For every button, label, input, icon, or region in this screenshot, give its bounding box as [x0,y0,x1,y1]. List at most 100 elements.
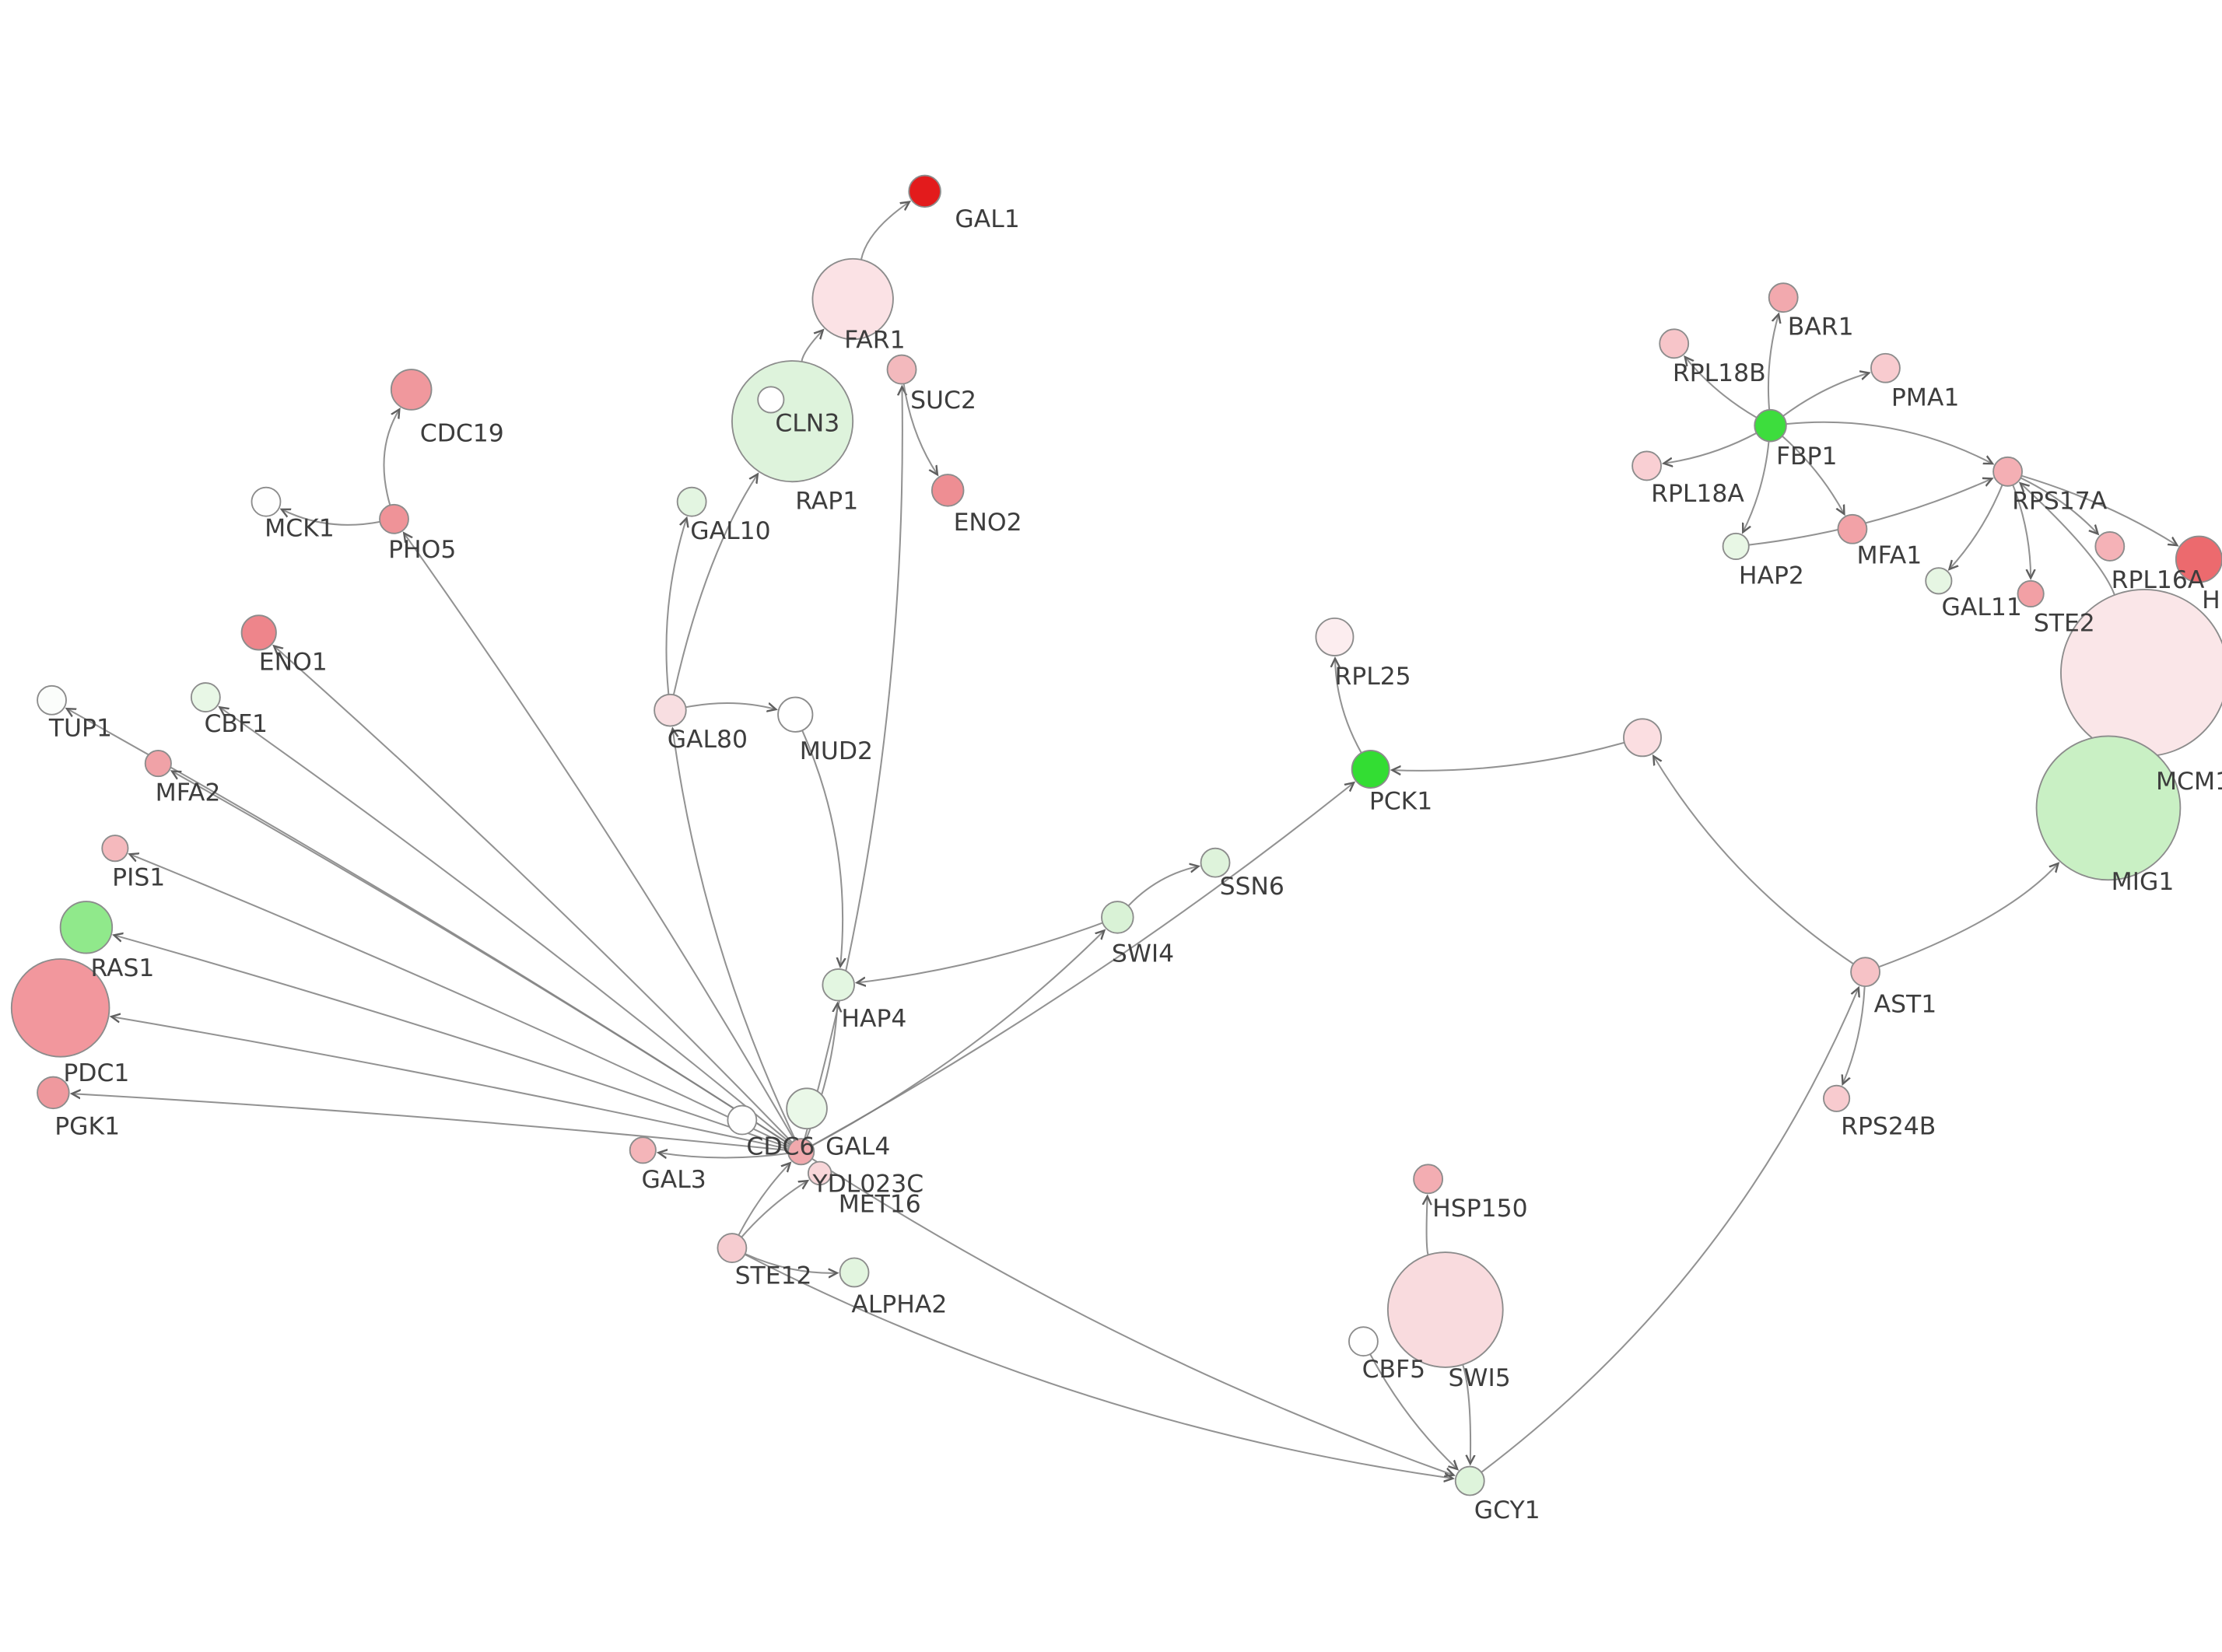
node-gal11[interactable] [1925,567,1953,595]
label-mcm1: MCM1 [2156,768,2222,796]
node-ydl023c[interactable] [786,1087,828,1130]
node-pck1[interactable] [1351,750,1390,789]
edge-swi4-ssn6 [1127,866,1198,907]
node-tup1[interactable] [37,684,67,716]
label-gal11: GAL11 [1942,593,2022,621]
edge-ste12-gcy1 [744,1253,1453,1479]
node-pma1[interactable] [1870,352,1901,383]
label-hap4: HAP4 [841,1005,906,1033]
label-eno1: ENO1 [259,648,328,676]
node-ast1[interactable] [1850,957,1880,988]
edge-swi5-gcy1 [1462,1364,1470,1463]
node-gal3[interactable] [629,1136,657,1164]
edge-ast1-node_a [1653,756,1854,965]
node-met16[interactable] [807,1160,832,1186]
edge-swi4-hap4 [857,922,1103,982]
node-gcy1[interactable] [1454,1465,1485,1496]
edge-suc2-eno2 [902,383,938,474]
edge-gal80-gal10 [665,518,686,695]
label-rap1: RAP1 [795,487,858,515]
node-gal80[interactable] [654,693,687,727]
node-rpl16a[interactable] [2094,531,2126,562]
edge-node_a-pck1 [1392,741,1625,771]
label-gal3: GAL3 [641,1166,706,1194]
node-alpha2[interactable] [839,1257,870,1288]
edge-fbp1-rps17a [1786,421,1992,464]
node-fbp1[interactable] [1754,408,1787,443]
label-eno2: ENO2 [954,509,1022,537]
label-pho5: PHO5 [388,536,456,564]
label-gcy1: GCY1 [1474,1496,1540,1524]
edge-rps17a-gal11 [1950,485,2003,569]
node-hap2[interactable] [1722,532,1750,561]
node-bar1[interactable] [1768,282,1799,313]
label-gal80: GAL80 [668,726,748,754]
node-pho5[interactable] [379,503,409,534]
edge-ast1-mig1 [1878,863,2059,968]
node-mfa2[interactable] [144,750,172,778]
label-fbp1: FBP1 [1776,443,1838,471]
node-rps17a[interactable] [1992,456,2023,487]
node-swi5[interactable] [1386,1251,1504,1368]
edge-rps17a-his4 [2021,474,2177,545]
label-tup1: TUP1 [48,714,112,742]
node-cdc6[interactable] [727,1104,758,1136]
label-gal1: GAL1 [955,205,1019,233]
node-pgk1[interactable] [37,1076,70,1110]
node-eno2[interactable] [931,474,965,507]
node-swi4[interactable] [1101,901,1134,934]
label-met16: MET16 [839,1190,921,1218]
node-gal1[interactable] [908,174,941,208]
node-eno1[interactable] [240,614,277,651]
node-hsp150[interactable] [1413,1164,1444,1195]
label-mck1: MCK1 [265,515,335,543]
node-pdc1[interactable] [10,958,110,1058]
node-rpl18a[interactable] [1631,450,1662,481]
edge-ste12-met16 [741,1181,808,1238]
edge-fbp1-hap2 [1743,441,1770,532]
node-rpl18b[interactable] [1659,328,1690,359]
node-node_a[interactable] [1623,718,1662,758]
node-cbf5[interactable] [1348,1326,1379,1357]
node-mig1[interactable] [2035,735,2182,881]
edge-fbp1-bar1 [1767,314,1779,410]
node-ste12[interactable] [717,1233,748,1263]
label-far1: FAR1 [844,326,905,354]
labels-layer: GAL1FAR1SUC2CLN3RAP1ENO2GAL10CDC19MCK1PH… [48,205,2222,1524]
edge-gal4-pho5 [404,533,796,1141]
node-cdc19[interactable] [390,369,433,411]
label-mfa1: MFA1 [1856,542,1922,570]
edge-gal4-pdc1 [111,1017,789,1150]
node-gal4[interactable] [787,1138,815,1166]
node-pis1[interactable] [101,835,129,863]
node-ssn6[interactable] [1200,847,1231,878]
label-rpl25: RPL25 [1334,663,1411,691]
edge-ste12-gal4 [738,1163,790,1236]
node-suc2[interactable] [886,354,917,385]
label-pck1: PCK1 [1369,788,1432,816]
node-ras1[interactable] [59,901,114,954]
label-suc2: SUC2 [910,387,976,415]
edge-gal4-suc2 [804,387,902,1139]
node-hap4[interactable] [822,968,855,1002]
node-rpl25[interactable] [1315,617,1355,656]
edge-ast1-rps24b [1843,986,1866,1084]
node-rps24b[interactable] [1823,1084,1851,1112]
edge-pck1-rpl25 [1335,659,1362,754]
node-rap1[interactable] [757,386,785,414]
edge-gal80-cln3 [672,474,758,695]
node-gal10[interactable] [676,486,707,517]
node-cbf1[interactable] [190,682,221,712]
node-his4[interactable] [2175,535,2222,583]
node-mfa1[interactable] [1837,513,1868,544]
label-bar1: BAR1 [1788,313,1854,341]
node-mck1[interactable] [251,486,282,517]
edge-hap2-rps17a [1748,478,1992,546]
edge-gal80-mud2 [685,703,776,709]
node-ste2[interactable] [2017,579,2045,608]
node-far1[interactable] [811,257,894,341]
edge-rps17a-ste2 [2012,485,2031,579]
label-rpl18a: RPL18A [1651,480,1744,508]
node-mud2[interactable] [777,696,814,733]
